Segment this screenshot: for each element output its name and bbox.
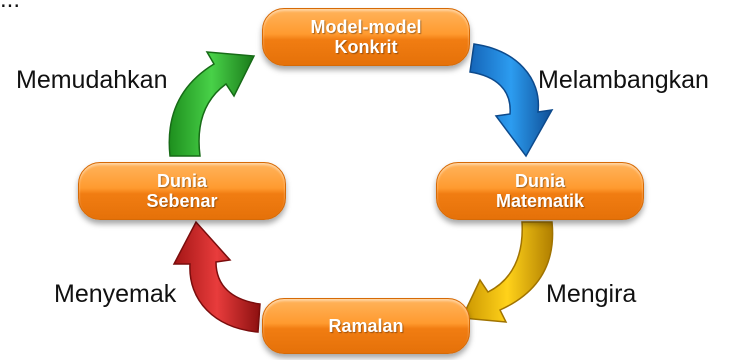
red-curved-arrow-icon <box>172 220 261 333</box>
node-ramalan: Ramalan <box>262 298 470 354</box>
node-label-line: Model-model <box>310 17 422 37</box>
arrow-label-melambangkan: Melambangkan <box>538 66 709 94</box>
arrow-label-memudahkan: Memudahkan <box>16 66 168 94</box>
arrow-label-menyemak: Menyemak <box>54 280 177 308</box>
node-dunia-sebenar: Dunia Sebenar <box>78 162 286 220</box>
blue-curved-arrow-icon <box>469 43 554 158</box>
node-label-line: Ramalan <box>328 316 404 336</box>
node-label-line: Dunia <box>156 171 207 191</box>
node-label-line: Matematik <box>495 191 585 211</box>
arrow-label-mengira: Mengira <box>546 280 637 308</box>
node-dunia-matematik: Dunia Matematik <box>436 162 644 220</box>
cut-off-heading: ... <box>0 0 20 14</box>
node-label-line: Konkrit <box>334 37 398 57</box>
node-label-line: Sebenar <box>146 191 218 211</box>
node-label-line: Dunia <box>514 171 565 191</box>
yellow-curved-arrow-icon <box>460 221 554 323</box>
node-model-model-konkrit: Model-model Konkrit <box>262 8 470 66</box>
green-curved-arrow-icon <box>168 51 256 157</box>
